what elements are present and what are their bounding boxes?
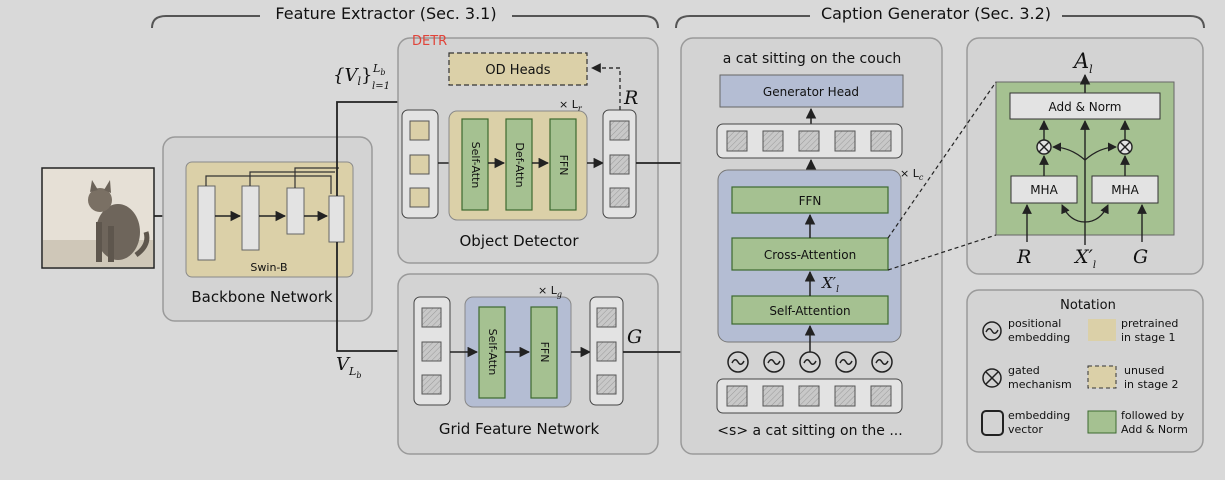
detector-output-r: R (623, 87, 638, 109)
object-detector-title: Object Detector (460, 232, 580, 250)
last-features-arrow (336, 242, 414, 358)
od-heads-label: OD Heads (485, 63, 550, 78)
swin-b-label: Swin-B (250, 261, 287, 274)
section-header-caption-generator: Caption Generator (Sec. 3.2) (675, 4, 1205, 29)
svg-text:VLb: VLb (336, 354, 361, 380)
grid-self-attn-label: Self-Attn (486, 329, 499, 376)
embedding-vector-icon (981, 410, 1004, 436)
notation-embedding-1: embedding (1008, 409, 1070, 422)
grid-feature-network: Self-Attn FFN × Lg G Grid Feature Networ… (397, 273, 659, 455)
input-caption-text: <s> a cat sitting on the ... (717, 423, 902, 439)
cross-attention-label: Cross-Attention (764, 248, 856, 262)
detr-label: DETR (412, 34, 447, 49)
generator-head-label: Generator Head (763, 85, 859, 99)
notation-unused-2: in stage 2 (1124, 378, 1179, 391)
notation-followed-1: followed by (1121, 409, 1185, 422)
notation-pretrained-1: pretrained (1121, 317, 1178, 330)
followed-by-swatch (1087, 410, 1117, 434)
pretrained-swatch (1088, 319, 1116, 341)
gated-mechanism-icon (982, 368, 1002, 388)
notation-embedding-2: vector (1008, 423, 1043, 436)
positional-embedding-icon (982, 321, 1002, 341)
notation-gated-2: mechanism (1008, 378, 1072, 391)
detector-repeat-label: × Lr (559, 98, 583, 113)
svg-text:l=1: l=1 (372, 81, 390, 92)
output-caption-text: a cat sitting on the couch (723, 51, 902, 67)
svg-text:{Vl}: {Vl} (333, 65, 372, 88)
notation-unused-1: unused (1124, 364, 1164, 377)
grid-network-title: Grid Feature Network (439, 420, 600, 438)
backbone-network: Swin-B Backbone Network (162, 136, 373, 322)
feature-extractor-title: Feature Extractor (Sec. 3.1) (275, 4, 496, 23)
last-features-label: VLb (336, 354, 361, 380)
mha-left-label: MHA (1030, 183, 1058, 197)
grid-ffn-label: FFN (538, 342, 551, 363)
notation-legend: Notation positional embedding gated mech… (966, 289, 1204, 453)
self-attention-label: Self-Attention (769, 304, 850, 318)
multiscale-features-label: {Vl} Lb l=1 (333, 62, 390, 92)
unused-swatch (1087, 365, 1117, 389)
object-detector: DETR OD Heads Self-Attn Def-Attn FFN × L… (397, 34, 659, 264)
svg-text:Lb: Lb (372, 62, 385, 77)
notation-gated-1: gated (1008, 364, 1040, 377)
detector-def-attn-label: Def-Attn (513, 142, 526, 187)
section-header-feature-extractor: Feature Extractor (Sec. 3.1) (151, 4, 659, 29)
mha-right-label: MHA (1111, 183, 1139, 197)
backbone-title: Backbone Network (191, 288, 333, 306)
cross-attention-detail: Al Add & Norm MHA MHA R X′l G (887, 37, 1204, 275)
input-image (41, 167, 155, 269)
positional-embedding-row (727, 351, 893, 373)
notation-followed-2: Add & Norm (1121, 423, 1188, 436)
notation-title: Notation (1060, 298, 1116, 313)
notation-positional-1: positional (1008, 317, 1061, 330)
notation-positional-2: embedding (1008, 331, 1070, 344)
grid-repeat-label: × Lg (538, 284, 562, 299)
caption-repeat-label: × Lc (900, 167, 924, 182)
detail-input-g: G (1133, 246, 1148, 268)
notation-pretrained-2: in stage 1 (1121, 331, 1176, 344)
caption-ffn-label: FFN (799, 194, 822, 208)
detail-input-x: X′l (1073, 246, 1096, 271)
detector-self-attn-label: Self-Attn (469, 142, 482, 189)
caption-generator: a cat sitting on the couch Generator Hea… (680, 37, 943, 455)
od-heads-box (448, 52, 588, 86)
detector-ffn-label: FFN (557, 155, 570, 176)
grid-output-g: G (627, 326, 642, 348)
swin-b-block (185, 161, 354, 278)
add-norm-label: Add & Norm (1049, 100, 1122, 114)
detail-input-r: R (1016, 246, 1031, 268)
xl-label: X′l (821, 274, 839, 295)
detail-output-label: Al (1072, 49, 1093, 76)
caption-generator-title: Caption Generator (Sec. 3.2) (821, 4, 1051, 23)
